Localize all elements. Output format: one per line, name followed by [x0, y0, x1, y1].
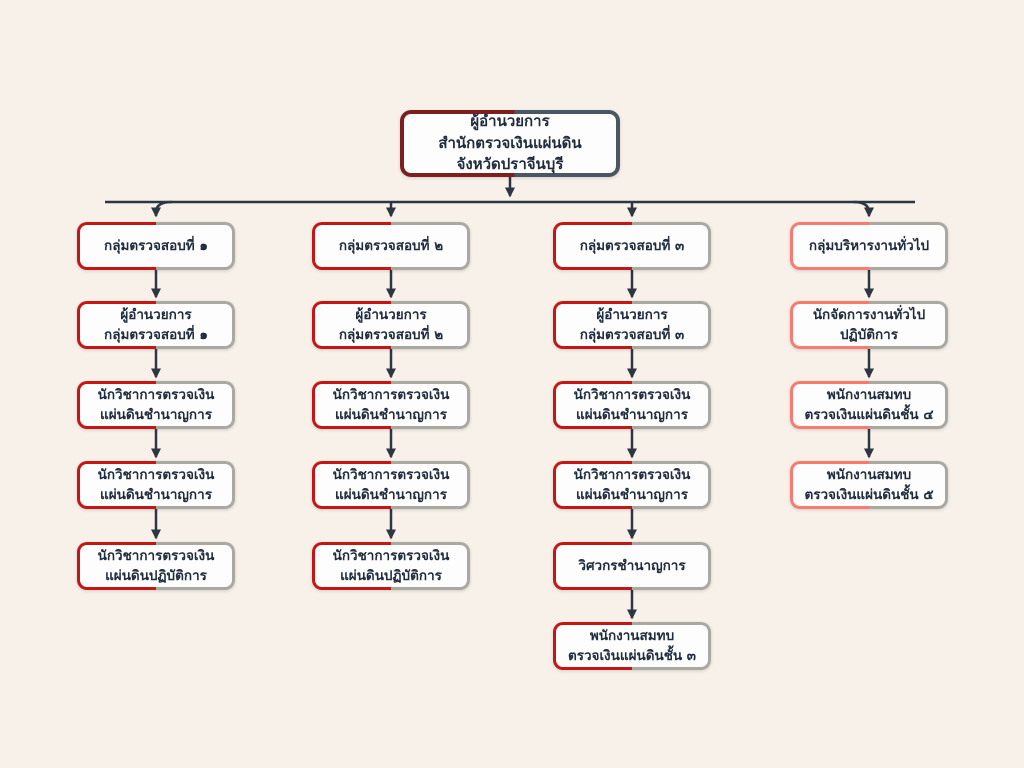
node-label: พนักงานสมทบ ตรวจเงินแผ่นดินชั้น ๓: [567, 627, 697, 664]
node-audit-group-2-director: ผู้อำนวยการ กลุ่มตรวจสอบที่ ๒: [312, 301, 470, 349]
node-audit-group-1: กลุ่มตรวจสอบที่ ๑: [77, 222, 235, 270]
node-audit-group-2-auditor-senior-2: นักวิชาการตรวจเงิน แผ่นดินชำนาญการ: [312, 461, 470, 509]
node-audit-group-3: กลุ่มตรวจสอบที่ ๓: [553, 222, 711, 270]
node-audit-group-1-auditor-practitioner: นักวิชาการตรวจเงิน แผ่นดินปฏิบัติการ: [77, 542, 235, 590]
node-audit-group-3-director: ผู้อำนวยการ กลุ่มตรวจสอบที่ ๓: [553, 301, 711, 349]
node-label: กลุ่มตรวจสอบที่ ๓: [579, 237, 685, 254]
node-label: นักวิชาการตรวจเงิน แผ่นดินชำนาญการ: [332, 466, 450, 503]
node-label: นักวิชาการตรวจเงิน แผ่นดินปฏิบัติการ: [332, 547, 450, 584]
node-label: นักวิชาการตรวจเงิน แผ่นดินปฏิบัติการ: [97, 547, 215, 584]
node-label: วิศวกรชำนาญการ: [578, 557, 686, 574]
node-label: นักวิชาการตรวจเงิน แผ่นดินชำนาญการ: [97, 386, 215, 423]
node-audit-group-2-auditor-senior-1: นักวิชาการตรวจเงิน แผ่นดินชำนาญการ: [312, 381, 470, 429]
node-audit-group-3-auditor-senior-2: นักวิชาการตรวจเงิน แผ่นดินชำนาญการ: [553, 461, 711, 509]
node-audit-group-1-director: ผู้อำนวยการ กลุ่มตรวจสอบที่ ๑: [77, 301, 235, 349]
node-label: นักจัดการงานทั่วไป ปฏิบัติการ: [812, 306, 926, 343]
node-director-office-label: ผู้อำนวยการ สำนักตรวจเงินแผ่นดิน จังหวัด…: [438, 111, 582, 174]
node-label: พนักงานสมทบ ตรวจเงินแผ่นดินชั้น ๕: [804, 466, 934, 503]
node-label: ผู้อำนวยการ กลุ่มตรวจสอบที่ ๑: [104, 306, 208, 343]
node-audit-group-3-support-staff-level-3: พนักงานสมทบ ตรวจเงินแผ่นดินชั้น ๓: [553, 622, 711, 670]
node-audit-group-3-auditor-senior-1: นักวิชาการตรวจเงิน แผ่นดินชำนาญการ: [553, 381, 711, 429]
node-general-admin-officer: นักจัดการงานทั่วไป ปฏิบัติการ: [790, 301, 948, 349]
node-label: นักวิชาการตรวจเงิน แผ่นดินชำนาญการ: [573, 386, 691, 423]
node-label: กลุ่มตรวจสอบที่ ๑: [104, 237, 208, 254]
node-label: นักวิชาการตรวจเงิน แผ่นดินชำนาญการ: [332, 386, 450, 423]
node-label: นักวิชาการตรวจเงิน แผ่นดินชำนาญการ: [573, 466, 691, 503]
node-label: นักวิชาการตรวจเงิน แผ่นดินชำนาญการ: [97, 466, 215, 503]
connector-tap-col4: [852, 200, 874, 218]
node-admin-support-staff-level-4: พนักงานสมทบ ตรวจเงินแผ่นดินชั้น ๔: [790, 381, 948, 429]
node-admin-support-staff-level-5: พนักงานสมทบ ตรวจเงินแผ่นดินชั้น ๕: [790, 461, 948, 509]
node-label: ผู้อำนวยการ กลุ่มตรวจสอบที่ ๓: [579, 306, 685, 343]
node-director-office: ผู้อำนวยการ สำนักตรวจเงินแผ่นดิน จังหวัด…: [400, 110, 620, 177]
node-audit-group-3-engineer: วิศวกรชำนาญการ: [553, 542, 711, 590]
node-audit-group-1-auditor-senior-2: นักวิชาการตรวจเงิน แผ่นดินชำนาญการ: [77, 461, 235, 509]
connector-tap-col1: [151, 200, 173, 218]
node-audit-group-2-auditor-practitioner: นักวิชาการตรวจเงิน แผ่นดินปฏิบัติการ: [312, 542, 470, 590]
node-general-admin-group: กลุ่มบริหารงานทั่วไป: [790, 222, 948, 270]
node-label: กลุ่มบริหารงานทั่วไป: [808, 237, 930, 254]
node-label: ผู้อำนวยการ กลุ่มตรวจสอบที่ ๒: [338, 306, 444, 343]
node-audit-group-1-auditor-senior-1: นักวิชาการตรวจเงิน แผ่นดินชำนาญการ: [77, 381, 235, 429]
node-label: พนักงานสมทบ ตรวจเงินแผ่นดินชั้น ๔: [804, 386, 934, 423]
node-label: กลุ่มตรวจสอบที่ ๒: [338, 237, 444, 254]
node-audit-group-2: กลุ่มตรวจสอบที่ ๒: [312, 222, 470, 270]
